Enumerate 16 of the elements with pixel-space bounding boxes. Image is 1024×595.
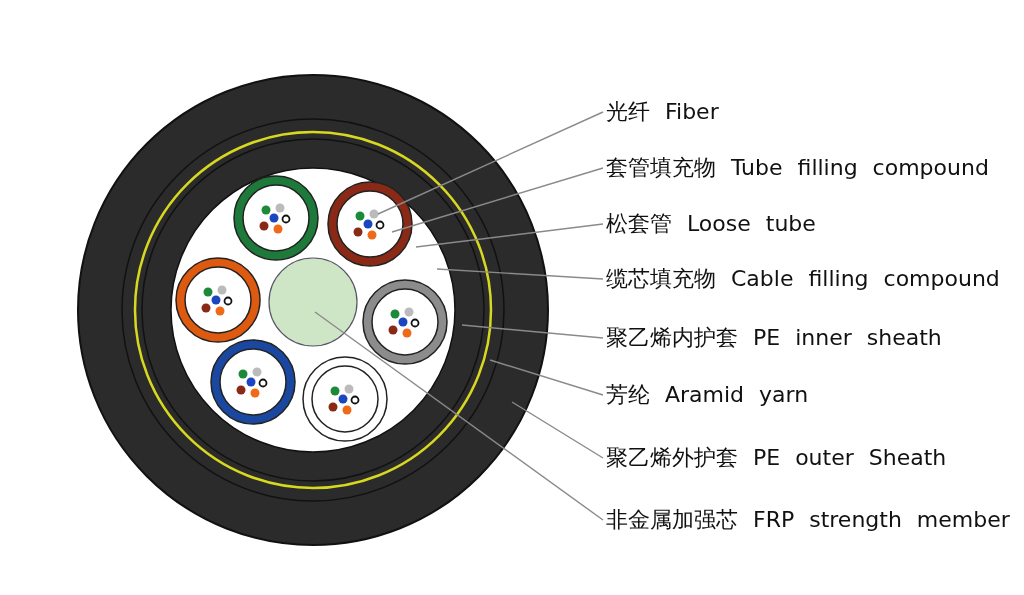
leader-line [489, 359, 604, 396]
part-label: 套管填充物 Tube filling compound [606, 154, 989, 182]
part-label: 聚乙烯内护套 PE inner sheath [606, 324, 942, 352]
part-label: 光纤 Fiber [606, 98, 719, 126]
part-label: 松套管 Loose tube [606, 210, 816, 238]
part-label: 缆芯填充物 Cable filling compound [606, 265, 1000, 293]
leader-line [391, 167, 604, 233]
leader-line [511, 401, 604, 459]
leader-line [314, 311, 604, 521]
part-label: 非金属加强芯 FRP strength member [606, 506, 1010, 534]
part-label: 聚乙烯外护套 PE outer Sheath [606, 444, 947, 472]
leader-line [461, 324, 604, 339]
leader-line [415, 223, 604, 248]
leader-line [377, 111, 604, 215]
leader-line [436, 268, 604, 280]
part-label: 芳纶 Aramid yarn [606, 381, 809, 409]
